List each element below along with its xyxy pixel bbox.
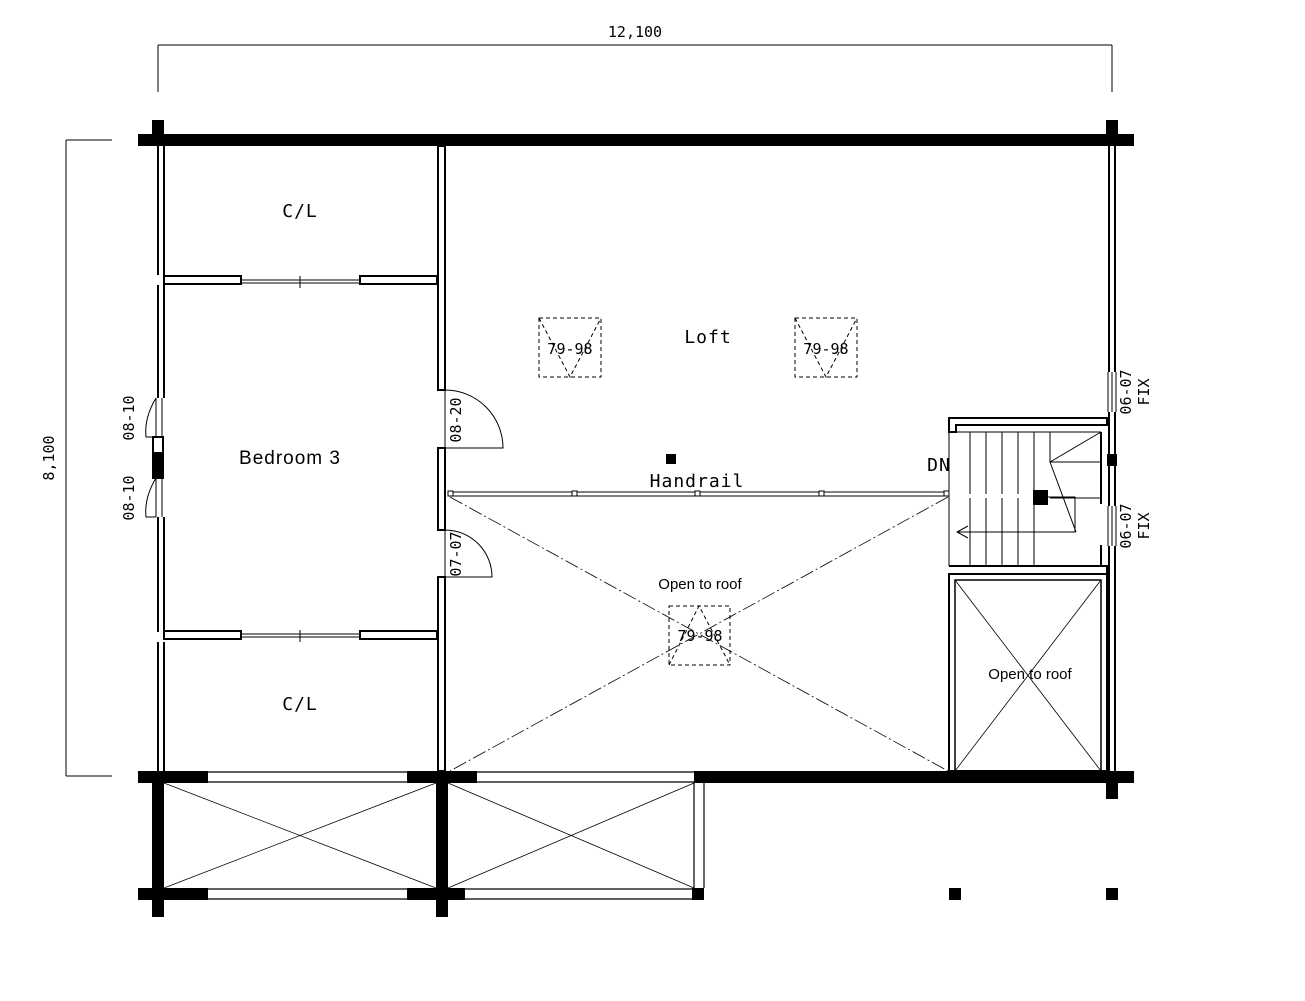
- post-marker: [666, 454, 676, 464]
- open-to-roof-center-label: Open to roof: [658, 576, 742, 593]
- skylight-loft-right-label: 79-98: [803, 340, 848, 358]
- room-bedroom: Bedroom 3: [239, 448, 341, 469]
- left-wall: [157, 146, 165, 771]
- door-bedroom-upper-code: 08-20: [447, 397, 465, 442]
- stair-newel-post: [1033, 490, 1048, 505]
- room-closet-bottom: C/L: [282, 694, 318, 715]
- dimension-height: [65, 139, 112, 777]
- left-windows: [145, 397, 163, 518]
- window-right-upper-code: 06-07: [1117, 369, 1135, 414]
- skylight-loft-right: [794, 317, 858, 379]
- closet-doors: [241, 276, 360, 642]
- stairs-down-label: DN: [927, 455, 951, 476]
- dimension-width: [157, 44, 1113, 92]
- window-right-upper-type: FIX: [1135, 378, 1153, 405]
- handrail-label: Handrail: [650, 471, 745, 492]
- bedroom-doors: [444, 389, 504, 578]
- interior-walls: [163, 145, 446, 772]
- door-bedroom-lower-code: 07-07: [447, 531, 465, 576]
- dimension-height-label: 8,100: [40, 435, 58, 480]
- staircase: [948, 417, 1108, 574]
- window-left-upper-code: 08-10: [120, 395, 138, 440]
- skylight-loft-left-label: 79-98: [547, 340, 592, 358]
- handrail: [447, 490, 950, 497]
- right-wall-post: [1107, 454, 1117, 466]
- skylight-loft-left: [538, 317, 602, 379]
- window-left-lower-code: 08-10: [120, 475, 138, 520]
- right-windows: [1107, 372, 1117, 546]
- window-right-lower-code: 06-07: [1117, 503, 1135, 548]
- exterior-walls: [138, 120, 1134, 917]
- open-to-roof-right-label: Open to roof: [988, 666, 1072, 683]
- right-wall: [1108, 146, 1116, 771]
- dimension-width-label: 12,100: [608, 23, 662, 41]
- skylight-center: [668, 604, 731, 666]
- balcony: [163, 771, 705, 900]
- left-window-post: [154, 452, 162, 477]
- room-loft: Loft: [684, 327, 731, 348]
- open-to-roof-center: [449, 496, 949, 772]
- room-closet-top: C/L: [282, 201, 318, 222]
- open-to-roof-right: [948, 573, 1108, 772]
- skylight-center-label: 79-98: [677, 627, 722, 645]
- window-right-lower-type: FIX: [1135, 512, 1153, 539]
